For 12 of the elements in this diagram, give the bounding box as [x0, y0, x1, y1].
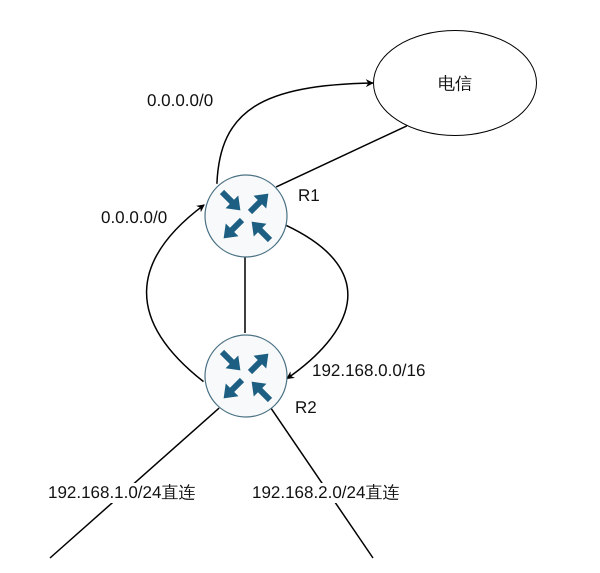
router-icon — [203, 173, 287, 257]
router-label: R1 — [298, 186, 320, 206]
edge-label: 192.168.1.0/24直连 — [47, 483, 196, 503]
edge-label: 192.168.2.0/24直连 — [251, 483, 400, 503]
router-icon — [203, 333, 287, 417]
arrow — [216, 79, 374, 184]
ellipse-node: 电信 — [373, 30, 537, 136]
router-label: R2 — [295, 398, 317, 418]
connection-line — [244, 257, 246, 333]
arrow — [285, 224, 348, 380]
connection-line — [276, 125, 408, 188]
arrow — [146, 204, 205, 382]
